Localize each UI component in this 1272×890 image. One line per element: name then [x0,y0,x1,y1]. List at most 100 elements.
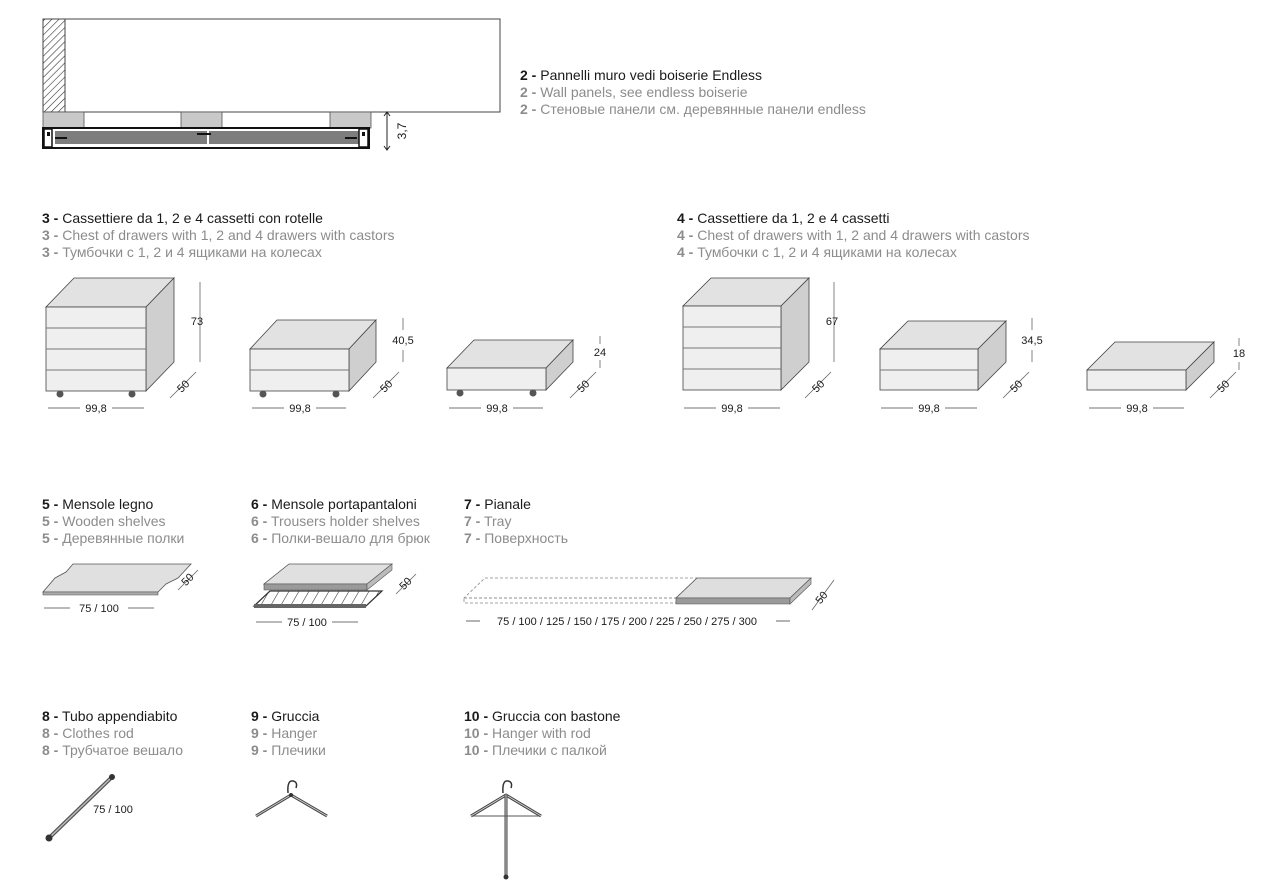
caption-en: Clothes rod [62,725,134,741]
height-label: 67 [826,316,838,328]
item-number: 5 - [42,513,59,529]
depth-label: 50 [1008,378,1025,395]
height-label: 40,5 [392,335,413,347]
item-number: 8 - [42,742,59,758]
width-label: 99,8 [486,403,507,415]
caption-it: Gruccia con bastone [492,708,621,724]
caption-ru: Поверхность [484,530,569,546]
trousers-holder-shelf-drawing: 75 / 100 50 [252,563,417,629]
caption-ru: Трубчатое вешало [62,742,184,758]
item-number: 6 - [251,496,268,512]
item-number: 4 - [677,227,694,243]
wall-panel-section-drawing: 3,7 [42,18,501,151]
chest-4-drawers-castors-drawing: 73 99,8 50 [45,277,203,415]
caption-it: Cassettiere da 1, 2 e 4 cassetti con rot… [62,210,323,226]
depth-label: 50 [1215,378,1232,395]
caption-item-10: 10 - Gruccia con bastone 10 - Hanger wit… [464,708,620,759]
caption-it: Mensole legno [62,496,154,512]
caption-ru: Плечики с палкой [492,742,607,758]
item-number: 9 - [251,725,268,741]
caption-it: Cassettiere da 1, 2 e 4 cassetti [697,210,890,226]
caption-en: Hanger [271,725,318,741]
width-label: 99,8 [1126,403,1147,415]
caption-ru: Полки-вешало для брюк [271,530,430,546]
caption-it: Pianale [484,496,531,512]
height-label: 24 [594,347,606,359]
chest-2-drawers-drawing: 34,5 99,8 50 [879,318,1043,415]
width-label: 75 / 100 [287,617,327,629]
item-number: 2 - [520,67,537,83]
hanger-drawing [255,780,328,818]
item-number: 6 - [251,513,268,529]
dimension-height-label: 3,7 [395,122,409,139]
item-number: 2 - [520,84,537,100]
item-number: 3 - [42,210,59,226]
hanger-with-rod-drawing [470,780,542,880]
height-label: 73 [191,316,203,328]
caption-en: Wooden shelves [62,513,166,529]
clothes-rod-drawing: 75 / 100 [45,774,133,842]
item-number: 7 - [464,530,481,546]
length-label: 75 / 100 [93,804,133,816]
chest-1-drawer-drawing: 18 99,8 50 [1086,338,1245,415]
item-number: 10 - [464,708,489,724]
width-label: 99,8 [85,403,106,415]
caption-it: Tubo appendiabito [61,708,178,724]
item-number: 3 - [42,227,59,243]
width-label: 99,8 [918,403,939,415]
depth-label: 50 [810,378,827,395]
caption-en: Chest of drawers with 1, 2 and 4 drawers… [697,227,1030,243]
caption-item-5: 5 - Mensole legno 5 - Wooden shelves 5 -… [42,496,184,547]
caption-ru: Плечики [271,742,326,758]
caption-it: Pannelli muro vedi boiserie Endless [540,67,763,83]
caption-it: Mensole portapantaloni [271,496,417,512]
item-number: 4 - [677,210,694,226]
item-number: 7 - [464,513,481,529]
item-number: 5 - [42,530,59,546]
caption-item-7: 7 - Pianale 7 - Tray 7 - Поверхность [464,496,568,547]
item-number: 6 - [251,530,268,546]
caption-item-9: 9 - Gruccia 9 - Hanger 9 - Плечики [251,708,326,759]
item-number: 8 - [42,708,59,724]
width-label: 75 / 100 [79,603,119,615]
width-label: 75 / 100 / 125 / 150 / 175 / 200 / 225 /… [497,616,757,628]
chest-4-drawers-drawing: 67 99,8 50 [682,277,838,415]
caption-en: Chest of drawers with 1, 2 and 4 drawers… [62,227,395,243]
tray-drawing: 75 / 100 / 125 / 150 / 175 / 200 / 225 /… [463,577,835,628]
item-number: 5 - [42,496,59,512]
height-label: 18 [1233,348,1245,360]
caption-item-8: 8 - Tubo appendiabito 8 - Clothes rod 8 … [42,708,183,759]
item-number: 2 - [520,101,537,117]
chest-2-drawers-castors-drawing: 40,5 99,8 50 [249,318,414,415]
caption-item-2: 2 - Pannelli muro vedi boiserie Endless … [520,67,866,118]
caption-ru: Тумбочки с 1, 2 и 4 ящиками на колесах [697,244,957,260]
caption-item-6: 6 - Mensole portapantaloni 6 - Trousers … [251,496,430,547]
item-number: 9 - [251,708,268,724]
item-number: 9 - [251,742,268,758]
depth-label: 50 [175,378,192,395]
caption-ru: Тумбочки с 1, 2 и 4 ящиками на колесах [62,244,322,260]
caption-en: Hanger with rod [492,725,591,741]
caption-en: Wall panels, see endless boiserie [540,84,748,100]
wooden-shelf-drawing: 75 / 100 50 [42,563,199,615]
chest-1-drawer-castors-drawing: 24 99,8 50 [446,336,606,415]
caption-it: Gruccia [271,708,320,724]
height-label: 34,5 [1021,335,1042,347]
item-number: 7 - [464,496,481,512]
item-number: 3 - [42,244,59,260]
width-label: 99,8 [721,403,742,415]
depth-label: 50 [378,378,395,395]
caption-item-4: 4 - Cassettiere da 1, 2 e 4 cassetti 4 -… [677,210,1030,261]
item-number: 8 - [42,725,59,741]
depth-label: 50 [575,378,592,395]
item-number: 10 - [464,725,489,741]
caption-en: Tray [483,513,512,529]
item-number: 4 - [677,244,694,260]
caption-item-3: 3 - Cassettiere da 1, 2 e 4 cassetti con… [42,210,395,261]
caption-ru: Деревянные полки [62,530,185,546]
width-label: 99,8 [289,403,310,415]
item-number: 10 - [464,742,489,758]
caption-ru: Стеновые панели см. деревянные панели en… [540,101,866,117]
caption-en: Trousers holder shelves [270,513,420,529]
